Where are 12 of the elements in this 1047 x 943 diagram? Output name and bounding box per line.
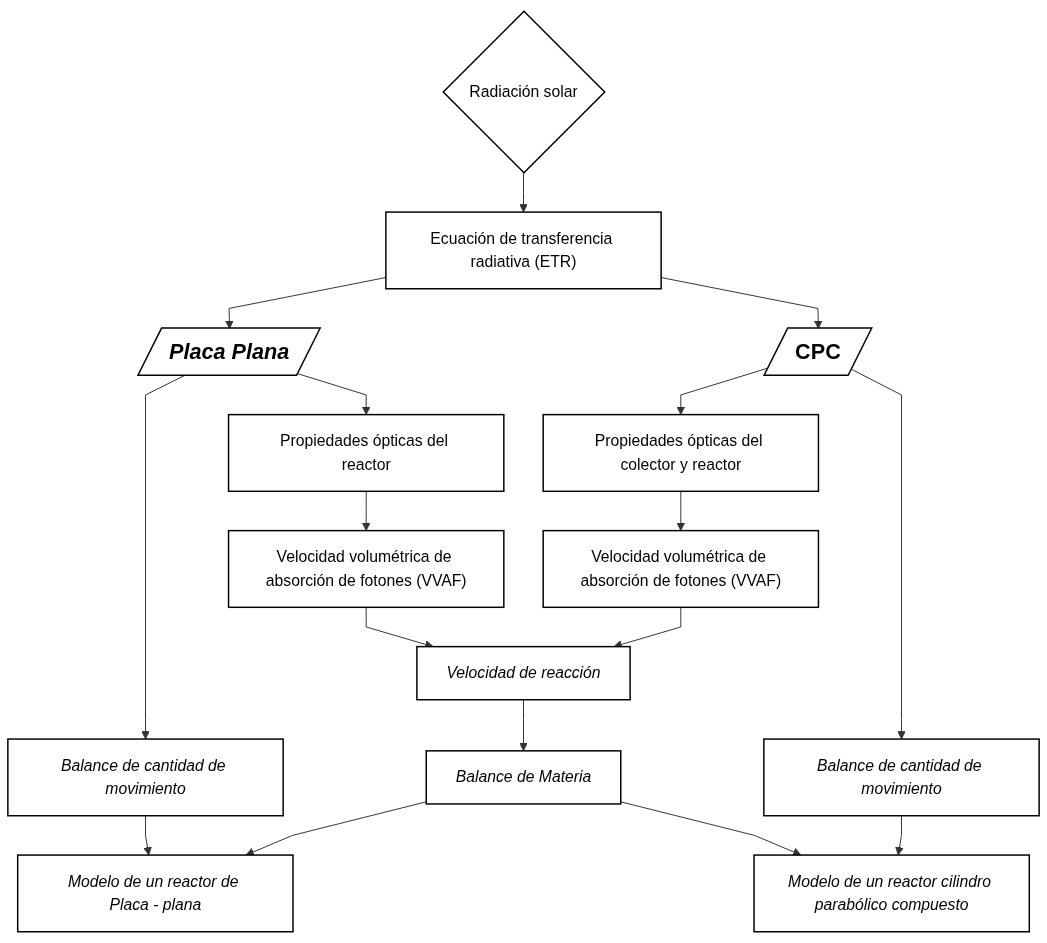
node-box: Propiedades ópticas del colector y reactor: [542, 413, 820, 493]
node-box: Balance de Materia: [425, 750, 622, 805]
node-box: Velocidad volumétrica de absorción de fotones (VVAF): [227, 529, 505, 609]
node-box: Ecuación de transferencia radiativa (ETR): [385, 211, 662, 290]
node-box: Balance de cantidad de movimiento: [763, 738, 1040, 817]
node-box: Modelo de un reactor de Placa - plana: [16, 854, 294, 933]
node-box: Velocidad de reacción: [416, 645, 631, 701]
node-box: Balance de cantidad de movimiento: [7, 738, 284, 817]
node-box: Modelo de un reactor cilindro parabólico compuesto: [753, 854, 1031, 933]
node-diamond: Radiación solar: [442, 10, 606, 174]
node-box: Propiedades ópticas del reactor: [227, 413, 505, 493]
node-box: Velocidad volumétrica de absorción de fotones (VVAF): [542, 529, 820, 609]
